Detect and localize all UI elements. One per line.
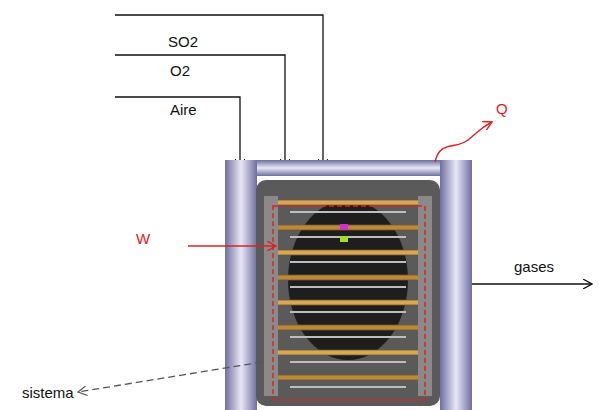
- outlet-label: gases: [514, 258, 554, 275]
- system-label: sistema: [22, 384, 74, 401]
- work-label: W: [136, 230, 150, 247]
- heat-label: Q: [496, 100, 508, 117]
- stream-label: O2: [170, 62, 190, 79]
- stream-label: Aire: [170, 101, 197, 118]
- stream-label: SO2: [168, 33, 198, 50]
